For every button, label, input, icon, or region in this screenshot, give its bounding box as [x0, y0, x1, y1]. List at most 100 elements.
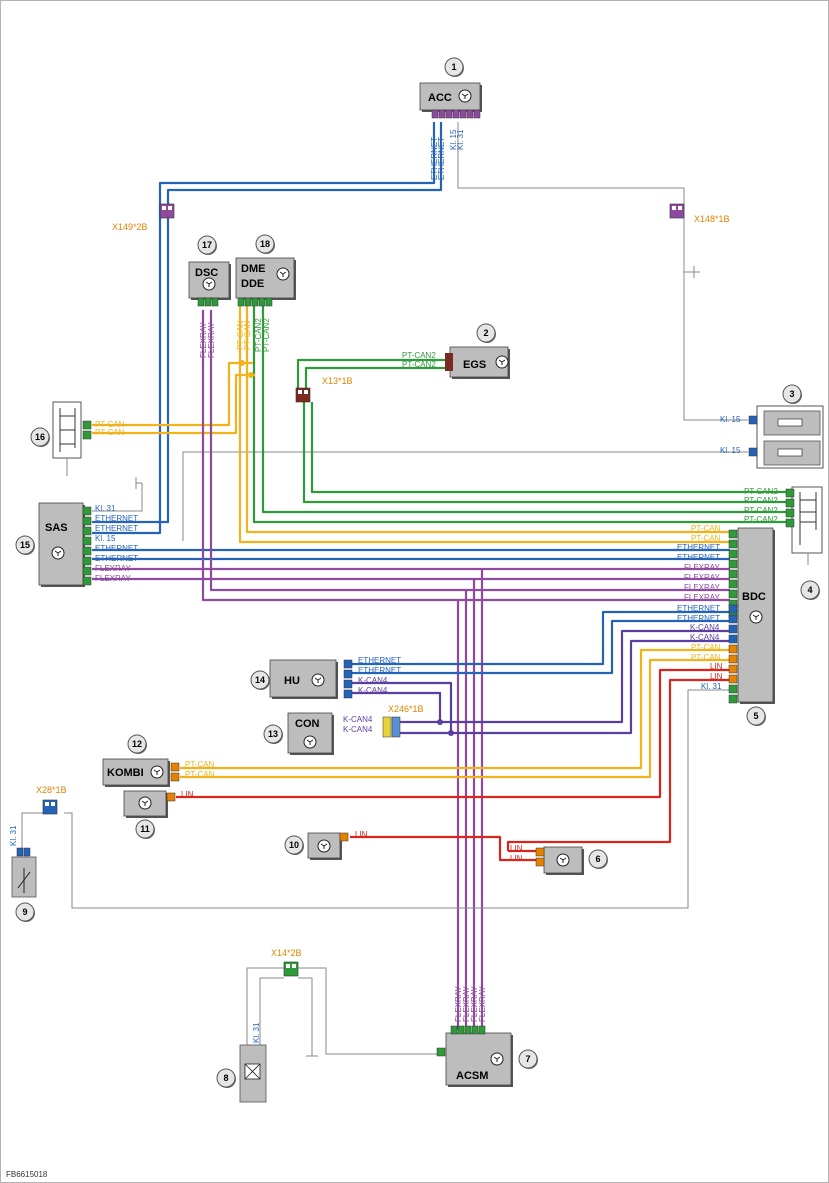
connector-pin — [445, 109, 453, 119]
control-unit-icon — [458, 89, 472, 103]
signal-label: Kl. 31 — [9, 825, 18, 846]
connector-pin — [339, 832, 349, 842]
connector-label: X14*2B — [271, 948, 302, 958]
icon-mark — [314, 677, 322, 683]
module-number-badge — [476, 323, 496, 343]
signal-label: K-CAN4 — [358, 686, 388, 695]
module-number: 2 — [483, 328, 488, 338]
connector-pin — [82, 536, 92, 546]
wire-k-can4 — [352, 681, 453, 733]
signal-label: ETHERNET — [677, 604, 720, 613]
connector-pin — [251, 297, 259, 307]
connector-contact — [286, 964, 290, 968]
junction-block-icon — [799, 492, 817, 545]
module-number-badge — [127, 734, 147, 754]
module-number: 7 — [525, 1054, 530, 1064]
signal-label: PT-CAN — [236, 320, 245, 350]
icon-mark — [153, 769, 161, 775]
wire-flexray — [209, 310, 730, 592]
connector-pin — [728, 674, 738, 684]
wire-pt-can2 — [304, 366, 450, 395]
splice-point — [448, 730, 454, 736]
signal-label: PT-CAN2 — [254, 318, 263, 352]
signal-label: Kl. 15 — [95, 534, 116, 543]
wire-pt-can2 — [252, 300, 792, 524]
connector-pin — [728, 579, 738, 589]
wire-pt-can — [238, 300, 730, 544]
connector-pin — [382, 716, 392, 738]
signal-label: FLEXRAY — [95, 564, 132, 573]
signal-label: ETHERNET — [358, 666, 401, 675]
ground-symbol — [693, 266, 700, 278]
signal-label: ETHERNET — [95, 554, 138, 563]
switch-icon — [17, 868, 31, 893]
connector-pin — [166, 792, 176, 802]
signal-label: PT-CAN — [691, 524, 721, 533]
splice-point — [248, 372, 254, 378]
connector-pin — [211, 297, 219, 307]
connector-pin — [265, 297, 273, 307]
connector-pin — [535, 847, 545, 857]
icon-mark — [141, 800, 149, 806]
module-name-kombi: KOMBI — [107, 767, 144, 779]
connector-pin — [204, 297, 212, 307]
ground-symbol — [135, 477, 142, 489]
connector-pin — [436, 1047, 446, 1057]
signal-label: PT-CAN — [691, 534, 721, 543]
wire-pt-can — [245, 300, 730, 534]
signal-label: PT-CAN2 — [402, 351, 436, 360]
wire-kl31-sas — [92, 483, 143, 512]
signal-label: ETHERNET — [358, 656, 401, 665]
module-name-sas: SAS — [45, 522, 68, 534]
module-name-acc: ACC — [428, 92, 452, 104]
wire-kl31 — [298, 977, 313, 1056]
signal-label: FLEXRAY — [684, 573, 721, 582]
wire-k-can4 — [400, 629, 730, 724]
signal-label: PT-CAN2 — [744, 515, 778, 524]
icon-mark — [205, 281, 213, 287]
control-unit-icon — [317, 839, 331, 853]
connector-pin — [391, 716, 401, 738]
module-number-badge — [746, 706, 766, 726]
module-name-acsm: ACSM — [456, 1070, 488, 1082]
signal-label: ETHERNET — [95, 524, 138, 533]
module-number: 9 — [22, 907, 27, 917]
signal-label: FLEXRAY — [199, 321, 208, 358]
module-number: 14 — [255, 675, 265, 685]
wire-kl31 — [683, 262, 700, 273]
wire-pt-can — [180, 648, 730, 770]
signal-label: LIN — [710, 672, 723, 681]
module-number-badge — [197, 235, 217, 255]
module-number-badge — [15, 535, 35, 555]
connector-contact — [162, 206, 166, 210]
module-number-badge — [800, 580, 820, 600]
connector-pin — [464, 1025, 472, 1035]
signal-label: K-CAN4 — [343, 725, 373, 734]
signal-label: FLEXRAY — [684, 563, 721, 572]
control-unit-icon — [303, 735, 317, 749]
connector-contact — [298, 390, 302, 394]
module-number-badge — [263, 724, 283, 744]
connector-contact — [45, 802, 49, 806]
wire-pt-can2 — [302, 402, 792, 504]
connector-pin — [728, 684, 738, 694]
icon-mark — [54, 550, 62, 556]
control-unit-icon — [749, 610, 763, 624]
connector-pin — [82, 506, 92, 516]
signal-label: K-CAN4 — [358, 676, 388, 685]
wire-ethernet — [92, 122, 436, 535]
module-number-badge — [135, 819, 155, 839]
signal-label: PT-CAN2 — [744, 496, 778, 505]
module-number: 6 — [595, 854, 600, 864]
module-hu — [269, 659, 337, 698]
connector-pin — [728, 569, 738, 579]
connector-label: X149*2B — [112, 222, 148, 232]
control-unit-icon — [138, 796, 152, 810]
signal-label: Kl. 15 — [720, 446, 741, 455]
icon-mark — [320, 843, 328, 849]
fuse-element — [777, 448, 803, 457]
signal-label: PT-CAN — [691, 653, 721, 662]
connector-label: X28*1B — [36, 785, 67, 795]
connector-pin — [445, 353, 453, 371]
signal-label: Kl. 15 — [449, 129, 458, 150]
